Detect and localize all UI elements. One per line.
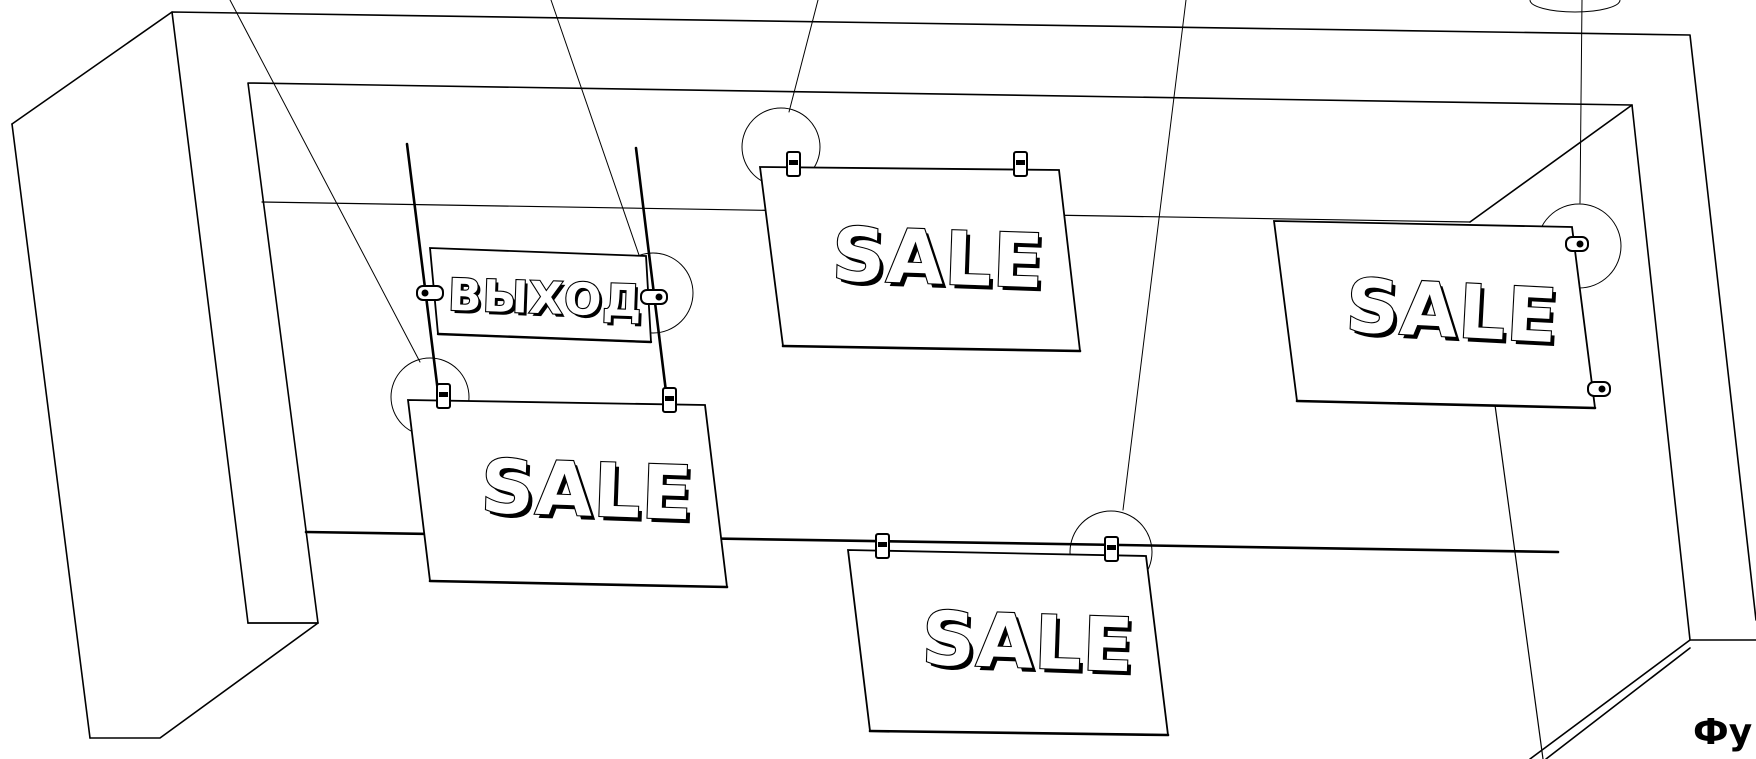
clamp-icon (416, 285, 444, 301)
leader-lines (229, 0, 1621, 511)
exit-sign-label: ВЫХОД (447, 270, 643, 328)
clamp-icon (640, 289, 668, 305)
sale-sign-left: SALE SALE (406, 399, 729, 589)
sale-label-bottom-center: SALE (920, 596, 1135, 689)
sale-label-shadow: SALE (924, 600, 1139, 693)
sale-label-shadow: SALE (1348, 267, 1564, 364)
sale-label-left: SALE (480, 444, 695, 537)
sale-sign-top-center: SALE SALE (758, 166, 1082, 353)
clamp-icon (436, 383, 451, 409)
clamp-fittings (416, 151, 1611, 562)
clamp-icon (1104, 536, 1119, 562)
clamp-icon (1565, 236, 1589, 252)
clamp-icon (1013, 151, 1028, 177)
exit-sign-shadow: ВЫХОД (450, 273, 646, 331)
sale-sign-right: SALE SALE (1272, 220, 1597, 410)
sale-label-top-center: SALE (831, 212, 1046, 305)
sale-label-right: SALE (1344, 263, 1560, 360)
window-frame (11, 11, 1756, 759)
exit-sign: ВЫХОД ВЫХОД (429, 247, 653, 344)
clamp-icon (875, 533, 890, 559)
clamp-icon (662, 387, 677, 413)
sale-label-shadow: SALE (834, 216, 1049, 309)
caption-label: Фу (1693, 712, 1753, 753)
clamp-icon (786, 151, 801, 177)
sale-label-shadow: SALE (483, 448, 698, 541)
clamp-icon (1587, 381, 1611, 397)
sale-sign-bottom-center: SALE SALE (846, 549, 1170, 737)
